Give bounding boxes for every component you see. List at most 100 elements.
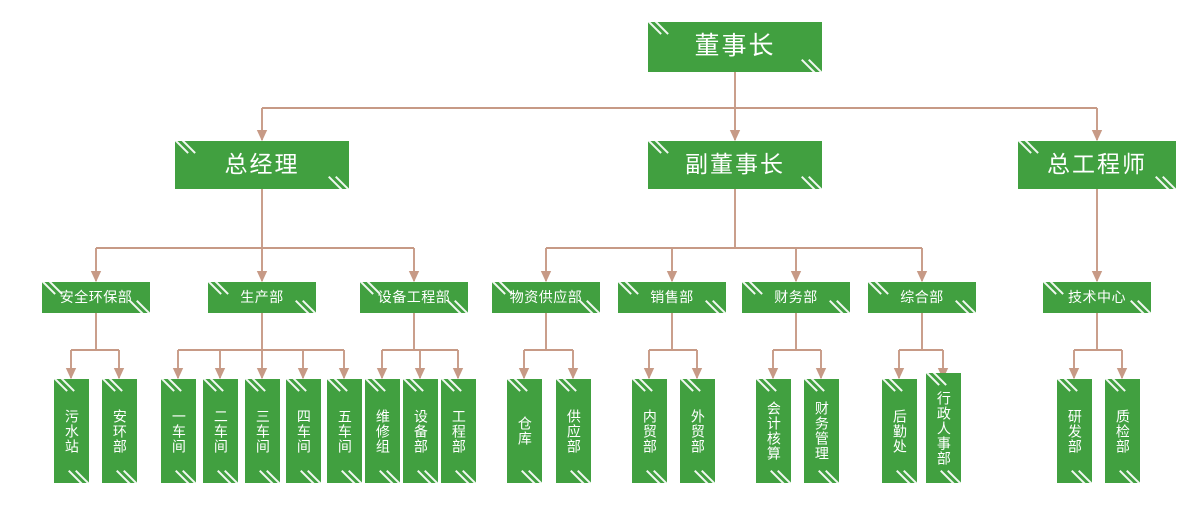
corner-decoration-icon xyxy=(286,379,319,412)
corner-decoration-icon xyxy=(283,282,316,313)
corner-decoration-icon xyxy=(693,282,726,313)
node-label: 财务管理 xyxy=(813,401,830,461)
node-general-manager[interactable]: 总经理 xyxy=(175,141,349,189)
corner-decoration-icon xyxy=(316,156,349,189)
node-safety-env-dept[interactable]: 安全环保部 xyxy=(42,282,150,313)
corner-decoration-icon xyxy=(618,282,651,313)
node-domestic-trade-dept[interactable]: 内贸部 xyxy=(632,379,667,483)
node-label: 外贸部 xyxy=(689,408,706,454)
node-sales-dept[interactable]: 销售部 xyxy=(618,282,726,313)
node-label: 四车间 xyxy=(295,408,312,454)
corner-decoration-icon xyxy=(365,379,398,412)
corner-decoration-icon xyxy=(104,450,137,483)
node-label: 总工程师 xyxy=(1047,151,1147,178)
node-label: 仓库 xyxy=(516,416,533,446)
corner-decoration-icon xyxy=(1107,450,1140,483)
node-label: 销售部 xyxy=(650,289,694,306)
corner-decoration-icon xyxy=(680,379,713,412)
corner-decoration-icon xyxy=(245,379,278,412)
corner-decoration-icon xyxy=(288,450,321,483)
corner-decoration-icon xyxy=(868,282,901,313)
corner-decoration-icon xyxy=(102,379,135,412)
node-general-affairs-dept[interactable]: 综合部 xyxy=(868,282,976,313)
corner-decoration-icon xyxy=(634,450,667,483)
corner-decoration-icon xyxy=(943,282,976,313)
node-label: 安全环保部 xyxy=(59,289,133,306)
corner-decoration-icon xyxy=(1059,450,1092,483)
node-tech-center[interactable]: 技术中心 xyxy=(1043,282,1151,313)
corner-decoration-icon xyxy=(1057,379,1090,412)
corner-decoration-icon xyxy=(403,379,436,412)
node-label: 三车间 xyxy=(254,408,271,454)
corner-decoration-icon xyxy=(163,450,196,483)
node-safety-env-sub[interactable]: 安环部 xyxy=(102,379,137,483)
node-production-dept[interactable]: 生产部 xyxy=(208,282,316,313)
node-financial-management[interactable]: 财务管理 xyxy=(804,379,839,483)
node-label: 五车间 xyxy=(336,408,353,454)
corner-decoration-icon xyxy=(56,450,89,483)
corner-decoration-icon xyxy=(367,450,400,483)
corner-decoration-icon xyxy=(329,450,362,483)
node-workshop-2[interactable]: 二车间 xyxy=(203,379,238,483)
node-supply-sub[interactable]: 供应部 xyxy=(556,379,591,483)
node-workshop-3[interactable]: 三车间 xyxy=(245,379,280,483)
corner-decoration-icon xyxy=(405,450,438,483)
node-label: 设备部 xyxy=(412,408,429,454)
node-rnd-dept[interactable]: 研发部 xyxy=(1057,379,1092,483)
node-foreign-trade-dept[interactable]: 外贸部 xyxy=(680,379,715,483)
node-vice-chairman[interactable]: 副董事长 xyxy=(648,141,822,189)
node-finance-dept[interactable]: 财务部 xyxy=(742,282,850,313)
node-chief-engineer[interactable]: 总工程师 xyxy=(1018,141,1176,189)
node-label: 二车间 xyxy=(212,408,229,454)
corner-decoration-icon xyxy=(884,450,917,483)
corner-decoration-icon xyxy=(54,379,87,412)
node-equipment-engineering-dept[interactable]: 设备工程部 xyxy=(360,282,468,313)
node-workshop-4[interactable]: 四车间 xyxy=(286,379,321,483)
node-label: 内贸部 xyxy=(641,408,658,454)
corner-decoration-icon xyxy=(682,450,715,483)
corner-decoration-icon xyxy=(882,379,915,412)
corner-decoration-icon xyxy=(648,22,681,55)
corner-decoration-icon xyxy=(205,450,238,483)
node-warehouse[interactable]: 仓库 xyxy=(507,379,542,483)
node-material-supply-dept[interactable]: 物资供应部 xyxy=(492,282,600,313)
node-quality-inspection-dept[interactable]: 质检部 xyxy=(1105,379,1140,483)
node-label: 生产部 xyxy=(240,289,284,306)
corner-decoration-icon xyxy=(441,379,474,412)
corner-decoration-icon xyxy=(327,379,360,412)
node-workshop-1[interactable]: 一车间 xyxy=(161,379,196,483)
node-label: 财务部 xyxy=(774,289,818,306)
node-label: 董事长 xyxy=(694,32,776,61)
node-label: 研发部 xyxy=(1066,408,1083,454)
node-maintenance-group[interactable]: 维修组 xyxy=(365,379,400,483)
corner-decoration-icon xyxy=(632,379,665,412)
node-equipment-sub[interactable]: 设备部 xyxy=(403,379,438,483)
node-label: 供应部 xyxy=(565,408,582,454)
node-label: 副董事长 xyxy=(685,151,785,178)
corner-decoration-icon xyxy=(648,141,681,174)
corner-decoration-icon xyxy=(203,379,236,412)
corner-decoration-icon xyxy=(443,450,476,483)
corner-decoration-icon xyxy=(208,282,241,313)
node-label: 总经理 xyxy=(224,151,300,178)
node-workshop-5[interactable]: 五车间 xyxy=(327,379,362,483)
corner-decoration-icon xyxy=(817,282,850,313)
node-label: 物资供应部 xyxy=(509,289,583,306)
node-admin-hr-dept[interactable]: 行政人事部 xyxy=(926,373,961,483)
node-label: 会计核算 xyxy=(765,401,782,461)
corner-decoration-icon xyxy=(175,141,208,174)
node-sewage-station[interactable]: 污水站 xyxy=(54,379,89,483)
node-chairman[interactable]: 董事长 xyxy=(648,22,822,72)
corner-decoration-icon xyxy=(1105,379,1138,412)
node-logistics-office[interactable]: 后勤处 xyxy=(882,379,917,483)
corner-decoration-icon xyxy=(789,156,822,189)
node-accounting[interactable]: 会计核算 xyxy=(756,379,791,483)
node-engineering-sub[interactable]: 工程部 xyxy=(441,379,476,483)
node-label: 污水站 xyxy=(63,408,80,454)
corner-decoration-icon xyxy=(161,379,194,412)
corner-decoration-icon xyxy=(509,450,542,483)
node-label: 一车间 xyxy=(170,408,187,454)
corner-decoration-icon xyxy=(742,282,775,313)
node-label: 质检部 xyxy=(1114,408,1131,454)
node-label: 工程部 xyxy=(450,408,467,454)
